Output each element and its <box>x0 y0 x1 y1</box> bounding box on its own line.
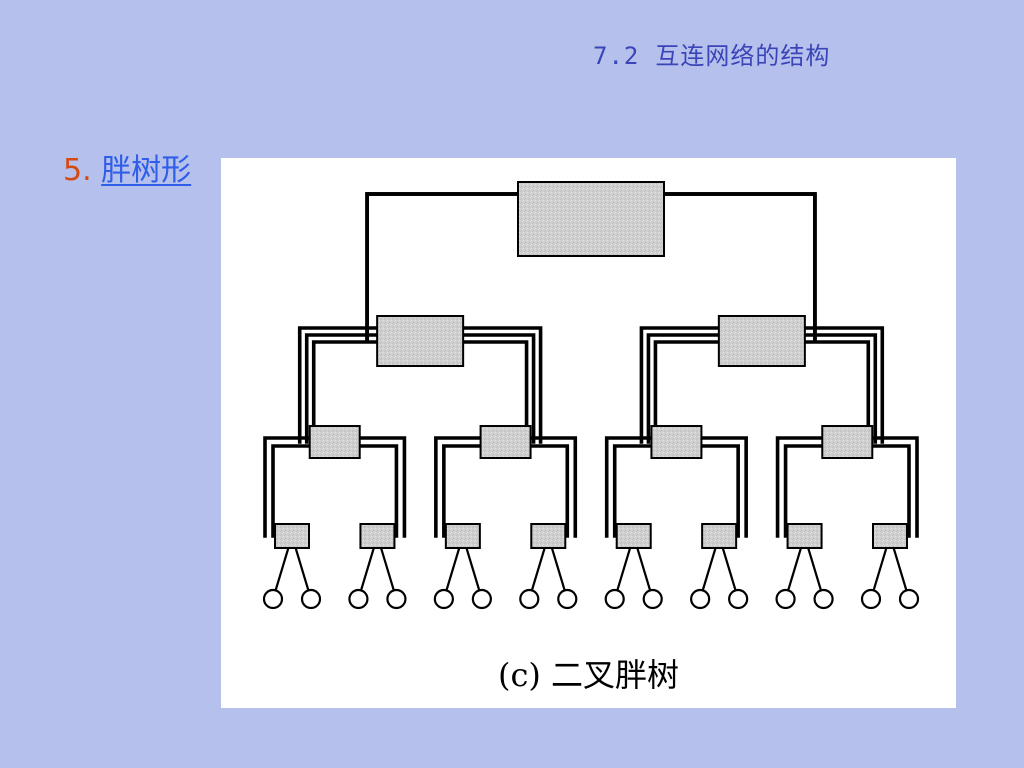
link-wire <box>461 333 536 444</box>
processing-node <box>519 588 540 610</box>
switch-box <box>376 315 465 367</box>
item-title-link[interactable]: 胖树形 <box>101 153 192 188</box>
processing-node <box>860 588 882 610</box>
processing-node <box>775 588 796 610</box>
switch-box <box>479 425 532 459</box>
link-wire <box>357 444 399 538</box>
processing-nodes <box>262 588 920 610</box>
switch-box <box>274 523 310 549</box>
switch-box <box>308 425 361 459</box>
item-number: 5. <box>63 153 92 188</box>
switch-box <box>872 523 908 549</box>
processing-node <box>300 588 322 610</box>
link-wire <box>783 444 825 538</box>
switch-box <box>701 523 738 549</box>
switch-box <box>786 523 823 549</box>
link-wire <box>434 436 483 538</box>
link-wire <box>803 326 885 444</box>
link-wire <box>699 444 740 538</box>
processing-node <box>728 588 749 610</box>
processing-node <box>262 588 284 610</box>
link-wire <box>311 340 379 444</box>
link-wire <box>528 436 578 538</box>
processing-node <box>604 588 625 610</box>
link-wire <box>646 333 721 444</box>
link-wire <box>604 436 654 538</box>
link-wire <box>653 340 721 444</box>
switch-box <box>615 523 652 549</box>
processing-node <box>433 588 454 610</box>
link-wire <box>662 192 817 343</box>
link-wire <box>297 326 379 444</box>
processing-node <box>690 588 711 610</box>
figure-caption: (c) 二叉胖树 <box>497 656 680 694</box>
link-wire <box>775 436 825 538</box>
link-wire <box>870 444 911 538</box>
section-header: 7.2 互连网络的结构 <box>593 36 830 71</box>
switch-box <box>444 523 481 549</box>
link-wire <box>263 436 312 538</box>
switch-box <box>650 425 703 459</box>
section-number: 7.2 <box>593 42 640 70</box>
processing-node <box>557 588 578 610</box>
item-heading: 5. 胖树形 <box>63 145 191 189</box>
link-wire <box>803 340 871 444</box>
link-wire <box>870 436 919 538</box>
link-wire <box>699 436 748 538</box>
link-wires <box>263 192 919 600</box>
switch-box <box>717 315 806 367</box>
link-wire <box>365 192 520 343</box>
link-wire <box>639 326 721 444</box>
link-wire <box>271 444 312 538</box>
link-wire <box>461 326 543 444</box>
processing-node <box>348 588 369 610</box>
link-wire <box>442 444 483 538</box>
link-wire <box>528 444 570 538</box>
link-wire <box>304 333 379 444</box>
link-wire <box>612 444 654 538</box>
link-wire <box>803 333 878 444</box>
section-title: 互连网络的结构 <box>655 42 831 70</box>
switches <box>274 181 908 549</box>
switch-box <box>517 181 665 257</box>
switch-box <box>530 523 567 549</box>
figure-panel: (c) 二叉胖树 <box>221 158 956 708</box>
switch-box <box>359 523 396 549</box>
switch-box <box>821 425 874 459</box>
processing-node <box>471 588 492 610</box>
fat-tree-diagram <box>262 181 920 610</box>
link-wire <box>461 340 529 444</box>
link-wire <box>357 436 407 538</box>
processing-node <box>898 588 920 610</box>
processing-node <box>386 588 407 610</box>
processing-node <box>642 588 663 610</box>
processing-node <box>813 588 834 610</box>
